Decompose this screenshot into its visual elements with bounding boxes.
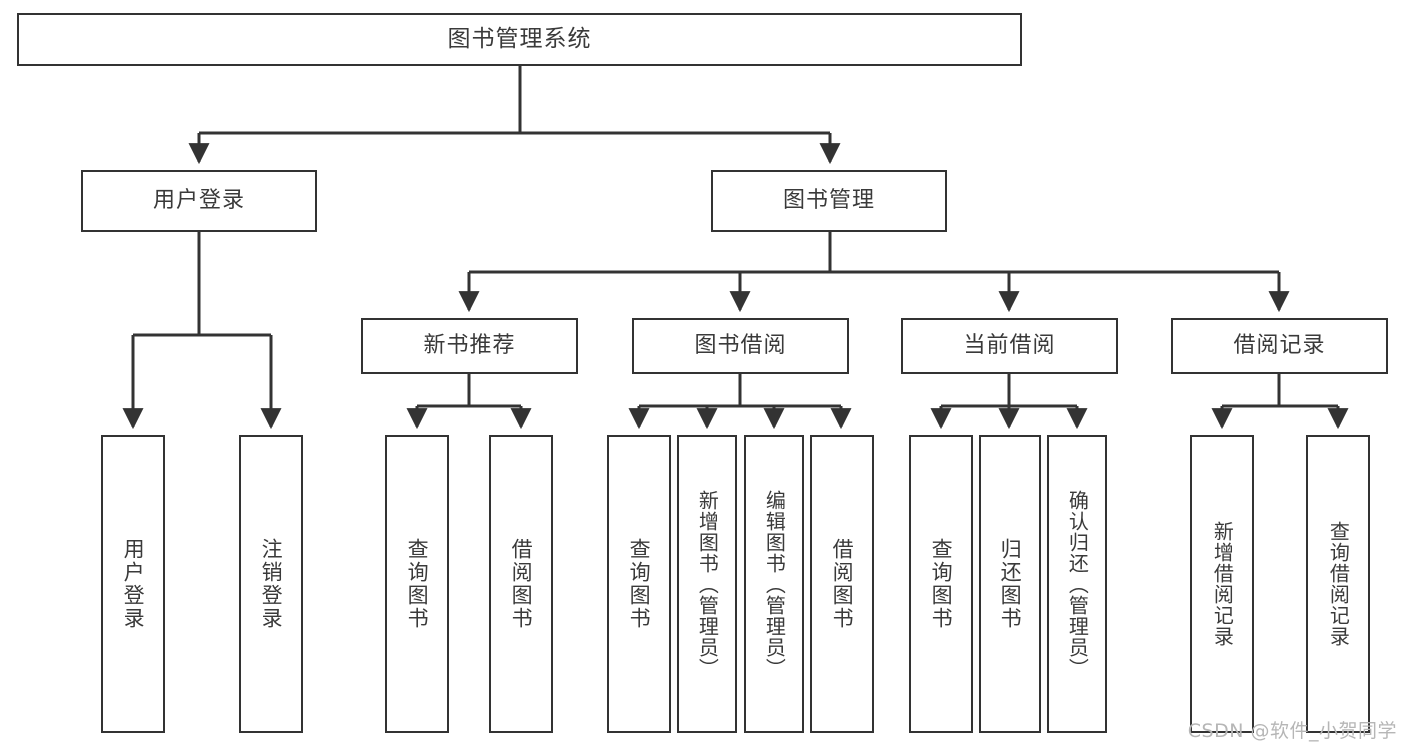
node-leaf-logout-label: 注销登录 <box>259 538 284 630</box>
node-leaf-query-book-1-label: 查询图书 <box>405 538 430 630</box>
watermark: CSDN @软件_小贺同学 <box>1187 720 1397 742</box>
node-leaf-borrow-book-2[interactable]: 借阅图书 <box>810 435 874 733</box>
node-leaf-edit-book-label: 编辑图书（管理员） <box>762 489 787 679</box>
node-leaf-return-book[interactable]: 归还图书 <box>979 435 1041 733</box>
node-book-borrow-label: 图书借阅 <box>694 332 787 358</box>
node-book-management-label: 图书管理 <box>782 187 875 213</box>
node-leaf-confirm-return-label: 确认归还（管理员） <box>1065 489 1090 679</box>
node-root[interactable]: 图书管理系统 <box>17 13 1022 66</box>
node-leaf-query-book-1[interactable]: 查询图书 <box>385 435 449 733</box>
node-leaf-add-book-label: 新增图书（管理员） <box>695 489 720 679</box>
node-user-login[interactable]: 用户登录 <box>81 170 317 232</box>
node-leaf-add-record[interactable]: 新增借阅记录 <box>1190 435 1254 733</box>
node-book-management[interactable]: 图书管理 <box>711 170 947 232</box>
node-current-borrow-label: 当前借阅 <box>963 332 1056 358</box>
node-root-label: 图书管理系统 <box>447 25 592 52</box>
node-leaf-confirm-return[interactable]: 确认归还（管理员） <box>1047 435 1107 733</box>
node-leaf-user-login[interactable]: 用户登录 <box>101 435 165 733</box>
node-leaf-add-record-label: 新增借阅记录 <box>1210 521 1235 647</box>
node-leaf-user-login-label: 用户登录 <box>121 538 146 630</box>
node-leaf-borrow-book-2-label: 借阅图书 <box>830 538 855 630</box>
node-leaf-borrow-book-1[interactable]: 借阅图书 <box>489 435 553 733</box>
node-leaf-query-book-2[interactable]: 查询图书 <box>607 435 671 733</box>
node-new-book-recommend-label: 新书推荐 <box>423 332 516 358</box>
node-borrow-record[interactable]: 借阅记录 <box>1171 318 1388 374</box>
node-leaf-query-book-2-label: 查询图书 <box>627 538 652 630</box>
node-leaf-logout[interactable]: 注销登录 <box>239 435 303 733</box>
node-new-book-recommend[interactable]: 新书推荐 <box>361 318 578 374</box>
node-leaf-query-record[interactable]: 查询借阅记录 <box>1306 435 1370 733</box>
node-leaf-add-book[interactable]: 新增图书（管理员） <box>677 435 737 733</box>
node-book-borrow[interactable]: 图书借阅 <box>632 318 849 374</box>
node-leaf-edit-book[interactable]: 编辑图书（管理员） <box>744 435 804 733</box>
node-leaf-query-record-label: 查询借阅记录 <box>1326 521 1351 647</box>
node-user-login-label: 用户登录 <box>152 187 245 213</box>
node-current-borrow[interactable]: 当前借阅 <box>901 318 1118 374</box>
node-borrow-record-label: 借阅记录 <box>1233 332 1326 358</box>
node-leaf-query-book-3-label: 查询图书 <box>929 538 954 630</box>
node-leaf-query-book-3[interactable]: 查询图书 <box>909 435 973 733</box>
node-leaf-borrow-book-1-label: 借阅图书 <box>509 538 534 630</box>
node-leaf-return-book-label: 归还图书 <box>998 538 1023 630</box>
